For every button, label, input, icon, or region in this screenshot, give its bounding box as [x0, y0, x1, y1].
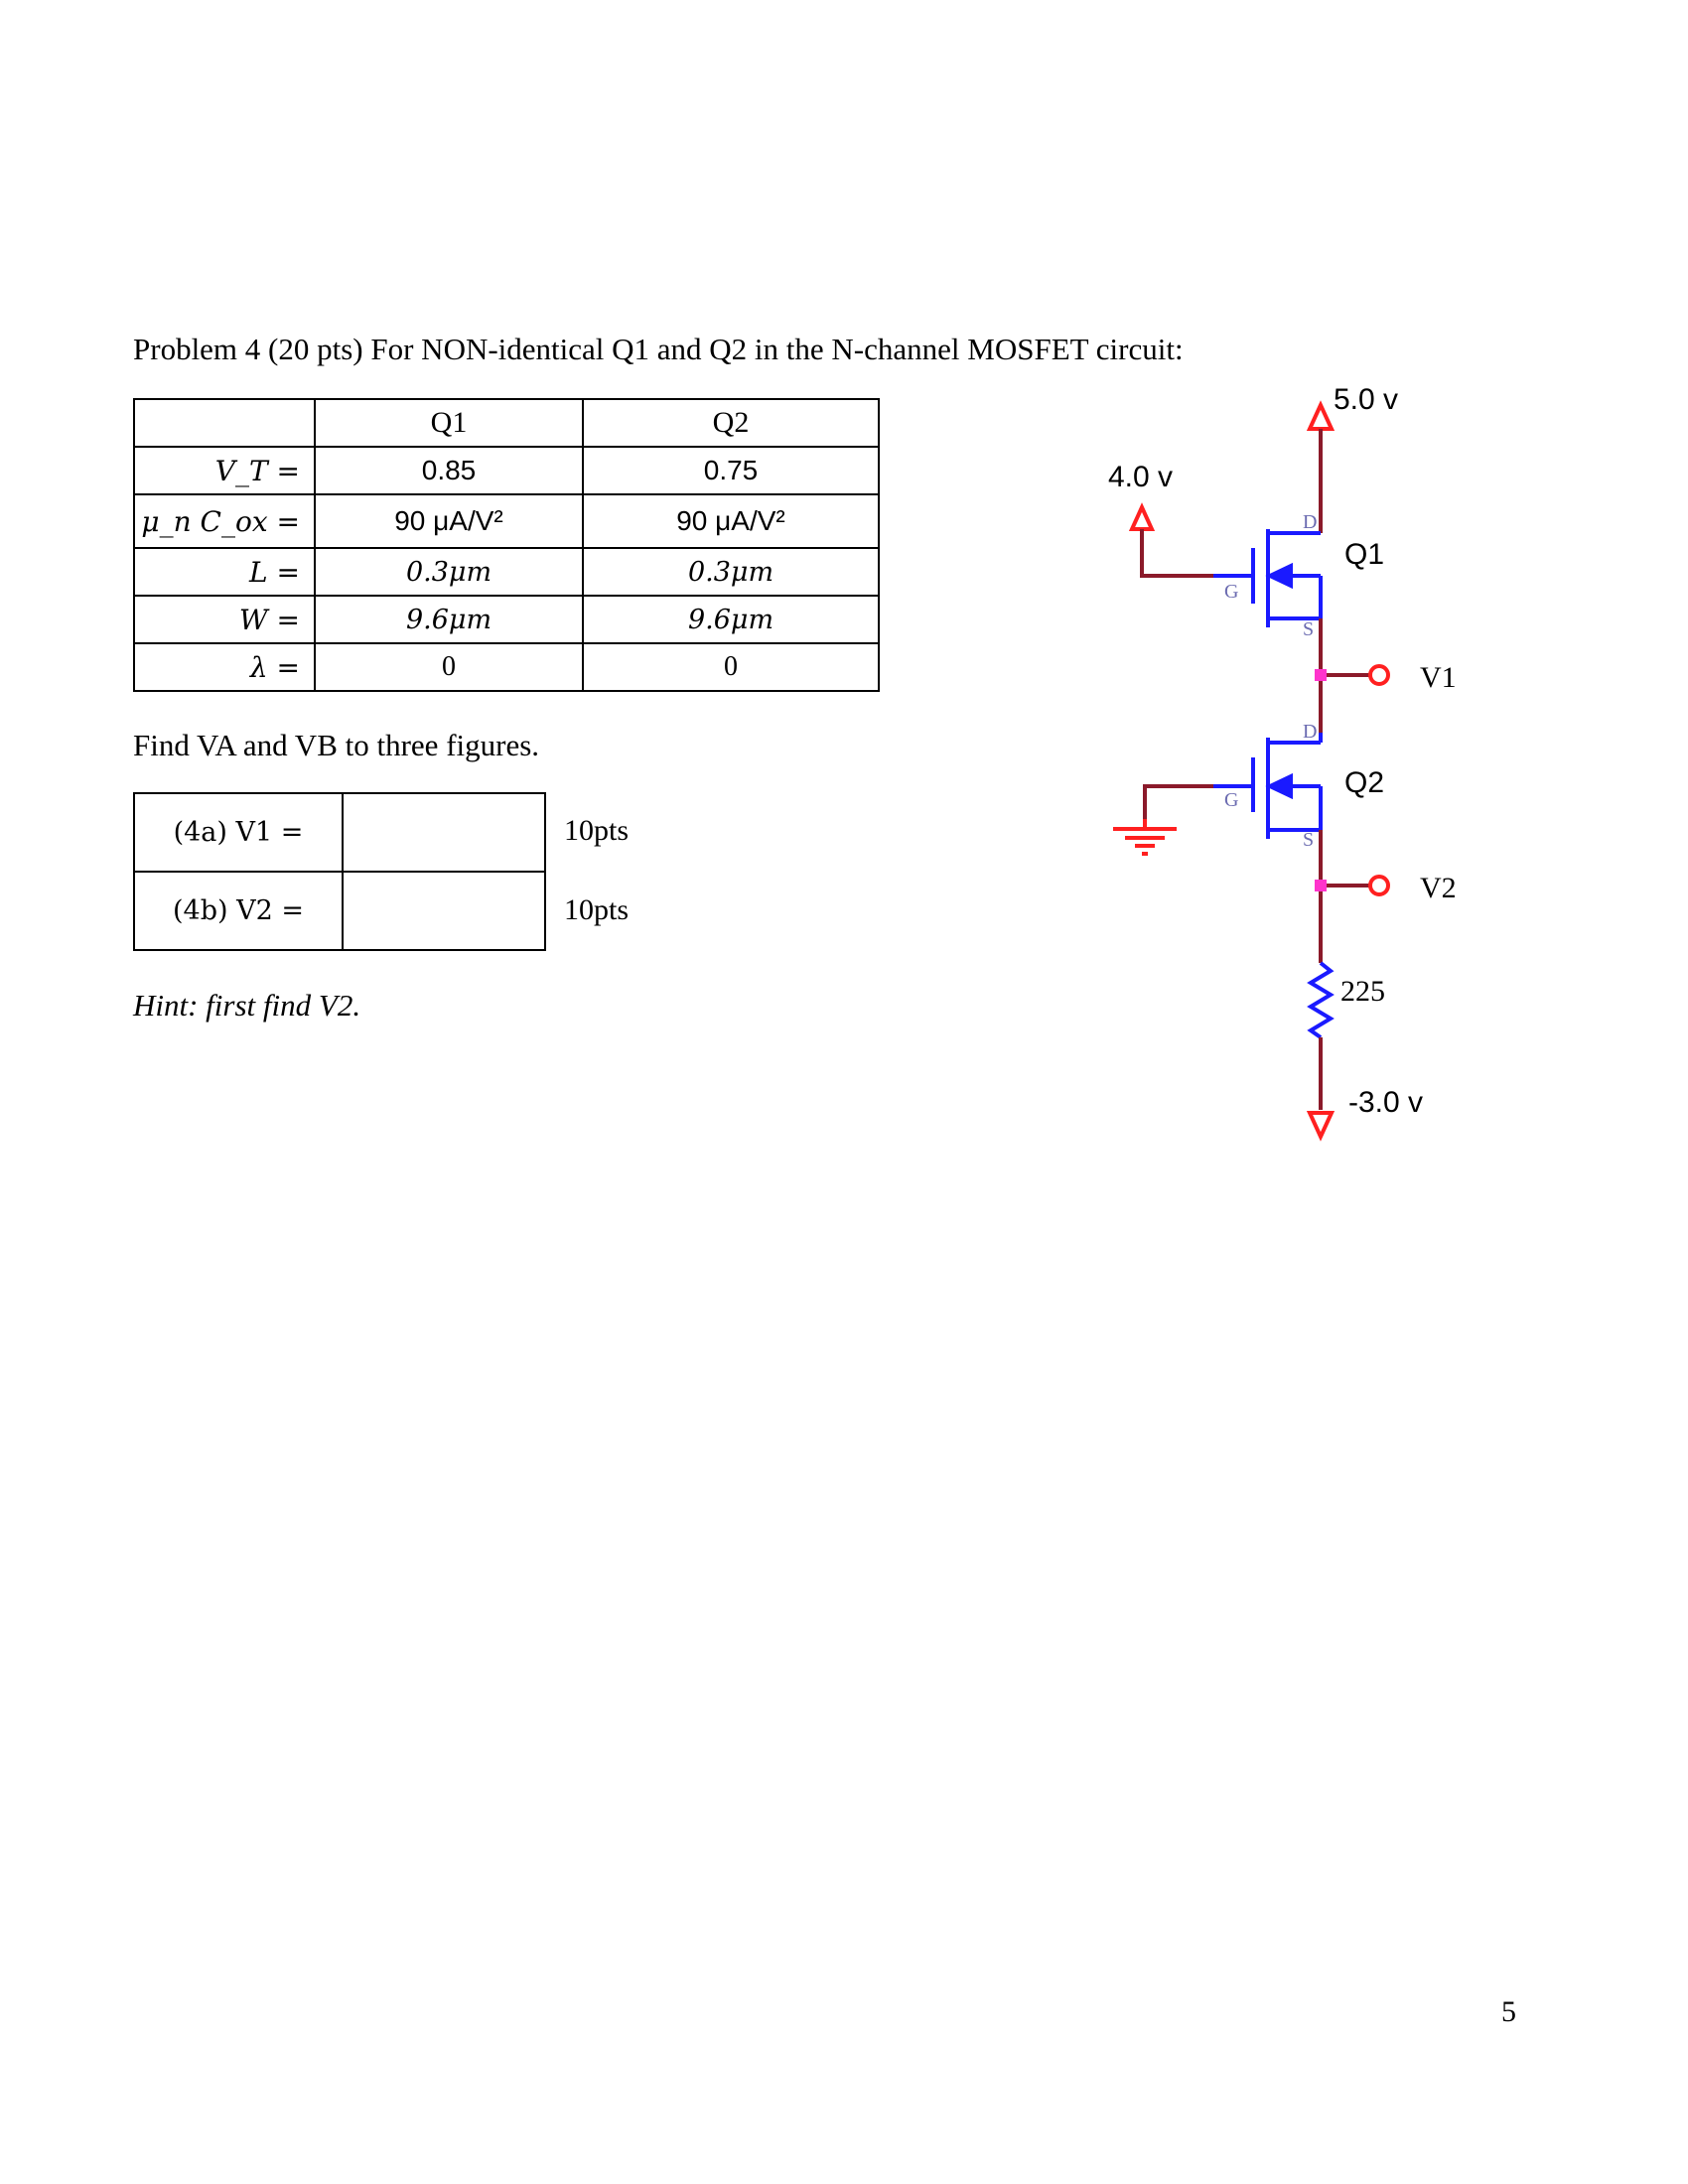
node-v1-junction — [1315, 669, 1327, 681]
answer-label-v2: (4b) V2 = — [133, 871, 344, 951]
cell-q1-lambda: 0 — [314, 642, 584, 692]
q1-label: Q1 — [1344, 538, 1384, 571]
cell-q1-vt: 0.85 — [314, 446, 584, 495]
wire — [1140, 529, 1253, 578]
cell-q2-l: 0.3μm — [582, 547, 880, 597]
node-v2-junction — [1315, 880, 1327, 891]
cell-q2-uncox: 90 μA/V² — [582, 493, 880, 549]
q2-mosfet-icon — [1251, 738, 1321, 839]
resistor-icon — [1307, 961, 1335, 1039]
wire — [1143, 784, 1213, 819]
answer-row: (4b) V2 = — [133, 871, 546, 951]
header-q2: Q2 — [582, 398, 880, 448]
answer-row: (4a) V1 = — [133, 792, 546, 873]
cell-q1-l: 0.3μm — [314, 547, 584, 597]
row-label-lambda: λ = — [133, 642, 316, 692]
v1-terminal-icon — [1368, 664, 1390, 686]
answer-box-v1[interactable] — [342, 792, 546, 873]
row-label-uncox: μ_n C_ox = — [133, 493, 316, 549]
hint-text: Hint: first find V2. — [133, 988, 361, 1023]
cell-q2-w: 9.6μm — [582, 595, 880, 644]
points-v2: 10pts — [564, 893, 630, 926]
q2-label: Q2 — [1344, 766, 1384, 799]
table-header-row: Q1 Q2 — [133, 398, 880, 448]
gate-supply-arrow-icon — [1128, 502, 1156, 531]
cell-q2-vt: 0.75 — [582, 446, 880, 495]
row-label-l: L = — [133, 547, 316, 597]
answer-box-v2[interactable] — [342, 871, 546, 951]
q2-drain-pin: D — [1303, 721, 1317, 743]
ground-icon — [1113, 819, 1177, 856]
q1-drain-pin: D — [1303, 511, 1317, 533]
parameter-table: Q1 Q2 V_T = 0.85 0.75 μ_n C_ox = 90 μA/V… — [133, 398, 880, 692]
table-row: V_T = 0.85 0.75 — [133, 446, 880, 495]
table-row: L = 0.3μm 0.3μm — [133, 547, 880, 597]
points-v1: 10pts — [564, 814, 630, 847]
instruction-text: Find VA and VB to three figures. — [133, 728, 540, 762]
q2-source-pin: S — [1303, 829, 1314, 851]
node-v1-label: V1 — [1420, 661, 1457, 694]
q2-gate-pin: G — [1224, 789, 1238, 811]
mosfet-circuit-diagram: 5.0 v 4.0 v D G S Q1 V1 D G S Q2 — [1108, 383, 1457, 1142]
vss-supply-arrow-icon — [1306, 1111, 1336, 1142]
answer-table: (4a) V1 = (4b) V2 = — [133, 792, 546, 951]
cell-q1-w: 9.6μm — [314, 595, 584, 644]
problem-title: Problem 4 (20 pts) For NON-identical Q1 … — [133, 332, 1184, 366]
cell-q2-lambda: 0 — [582, 642, 880, 692]
page-number: 5 — [1501, 1995, 1516, 2028]
resistor-value: 225 — [1340, 975, 1385, 1008]
v2-terminal-icon — [1368, 875, 1390, 896]
vss-label: -3.0 v — [1348, 1086, 1423, 1119]
row-label-w: W = — [133, 595, 316, 644]
answer-label-v1: (4a) V1 = — [133, 792, 344, 873]
q1-gate-pin: G — [1224, 581, 1238, 603]
cell-q1-uncox: 90 μA/V² — [314, 493, 584, 549]
gate-voltage-label: 4.0 v — [1108, 461, 1173, 493]
table-row: W = 9.6μm 9.6μm — [133, 595, 880, 644]
row-label-vt: V_T = — [133, 446, 316, 495]
vdd-supply-arrow-icon — [1306, 400, 1336, 431]
q1-mosfet-icon — [1251, 529, 1321, 627]
q1-source-pin: S — [1303, 618, 1314, 640]
node-v2-label: V2 — [1420, 872, 1457, 904]
vdd-label: 5.0 v — [1334, 383, 1398, 416]
table-row: μ_n C_ox = 90 μA/V² 90 μA/V² — [133, 493, 880, 549]
header-q1: Q1 — [314, 398, 584, 448]
header-blank — [133, 398, 316, 448]
table-row: λ = 0 0 — [133, 642, 880, 692]
